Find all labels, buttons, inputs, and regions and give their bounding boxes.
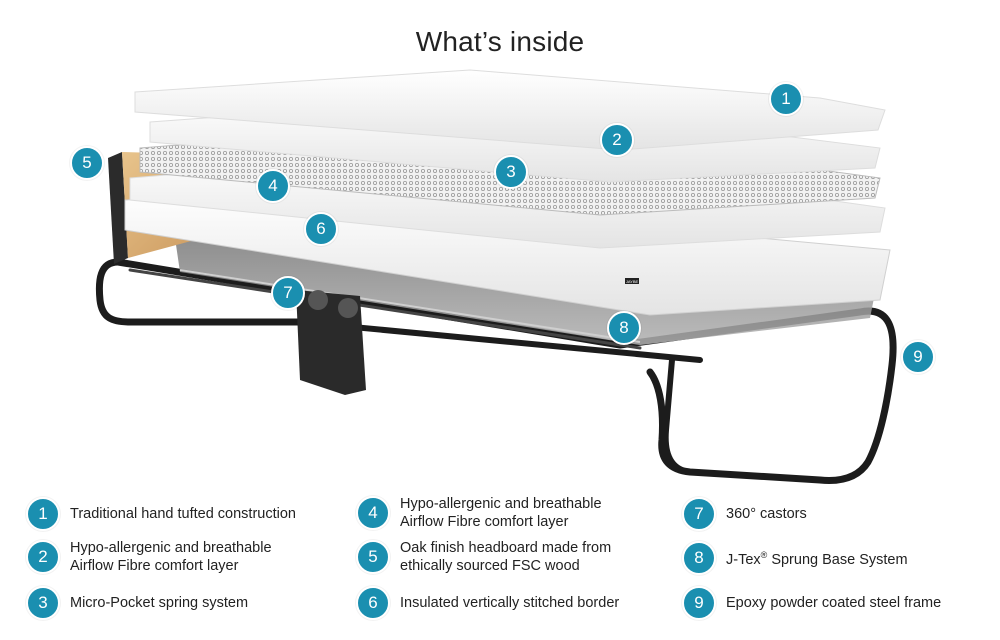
legend-item-9: 9 Epoxy powder coated steel frame xyxy=(682,586,941,620)
callout-badge-3: 3 xyxy=(494,155,528,189)
legend-item-7: 7 360° castors xyxy=(682,497,807,531)
legend-text-5-line2: ethically sourced FSC wood xyxy=(400,558,580,574)
legend-badge-7: 7 xyxy=(682,497,716,531)
legend-text-9: Epoxy powder coated steel frame xyxy=(726,595,942,611)
callout-badge-4: 4 xyxy=(256,169,290,203)
legend-text-6: Insulated vertically stitched border xyxy=(400,595,620,611)
legend-text-1: Traditional hand tufted construction xyxy=(70,506,296,522)
legend-badge-9: 9 xyxy=(682,586,716,620)
callout-badge-1: 1 xyxy=(769,82,803,116)
legend-text-7: 360° castors xyxy=(726,506,807,522)
legend-badge-8: 8 xyxy=(682,541,716,575)
legend-text-8-rest: Sprung Base System xyxy=(767,552,908,569)
legend-text-2-line2: Airflow Fibre comfort layer xyxy=(70,558,239,574)
legend-text-4-line2: Airflow Fibre comfort layer xyxy=(400,514,569,530)
legend-badge-5: 5 xyxy=(356,540,390,574)
legend-text-2-line1: Hypo-allergenic and breathable xyxy=(70,540,272,556)
tufted-top-layer xyxy=(134,69,886,151)
legend-item-4: 4 Hypo-allergenic and breathable Airflow… xyxy=(356,495,602,531)
steel-frame xyxy=(95,258,897,484)
legend-text-4-line1: Hypo-allergenic and breathable xyxy=(400,496,602,512)
callout-badge-8: 8 xyxy=(607,311,641,345)
legend-item-6: 6 Insulated vertically stitched border xyxy=(356,586,619,620)
legend-text-8: J-Tex® Sprung Base System xyxy=(726,550,908,569)
legend-item-2: 2 Hypo-allergenic and breathable Airflow… xyxy=(26,539,272,575)
callout-badge-2: 2 xyxy=(600,123,634,157)
legend-item-1: 1 Traditional hand tufted construction xyxy=(26,497,296,531)
legend-item-5: 5 Oak finish headboard made from ethical… xyxy=(356,539,611,575)
legend-badge-4: 4 xyxy=(356,496,390,530)
callout-badge-6: 6 xyxy=(304,212,338,246)
brand-label: JAYBE xyxy=(626,279,639,284)
legend-text-8-brand: J-Tex xyxy=(726,552,761,569)
folding-bed-illustration: JAYBE xyxy=(95,69,897,484)
legend-item-8: 8 J-Tex® Sprung Base System xyxy=(682,541,908,575)
callout-badge-5: 5 xyxy=(70,146,104,180)
callout-badge-7: 7 xyxy=(271,276,305,310)
legend-badge-3: 3 xyxy=(26,586,60,620)
legend-badge-1: 1 xyxy=(26,497,60,531)
legend-text-5-line1: Oak finish headboard made from xyxy=(400,540,612,556)
callout-badge-9: 9 xyxy=(901,340,935,374)
legend-badge-6: 6 xyxy=(356,586,390,620)
legend-item-3: 3 Micro-Pocket spring system xyxy=(26,586,248,620)
legend-badge-2: 2 xyxy=(26,540,60,574)
page-title: What’s inside xyxy=(415,26,585,57)
registered-mark: ® xyxy=(760,550,768,561)
legend-text-3: Micro-Pocket spring system xyxy=(70,595,249,611)
castor-bracket xyxy=(296,290,366,395)
